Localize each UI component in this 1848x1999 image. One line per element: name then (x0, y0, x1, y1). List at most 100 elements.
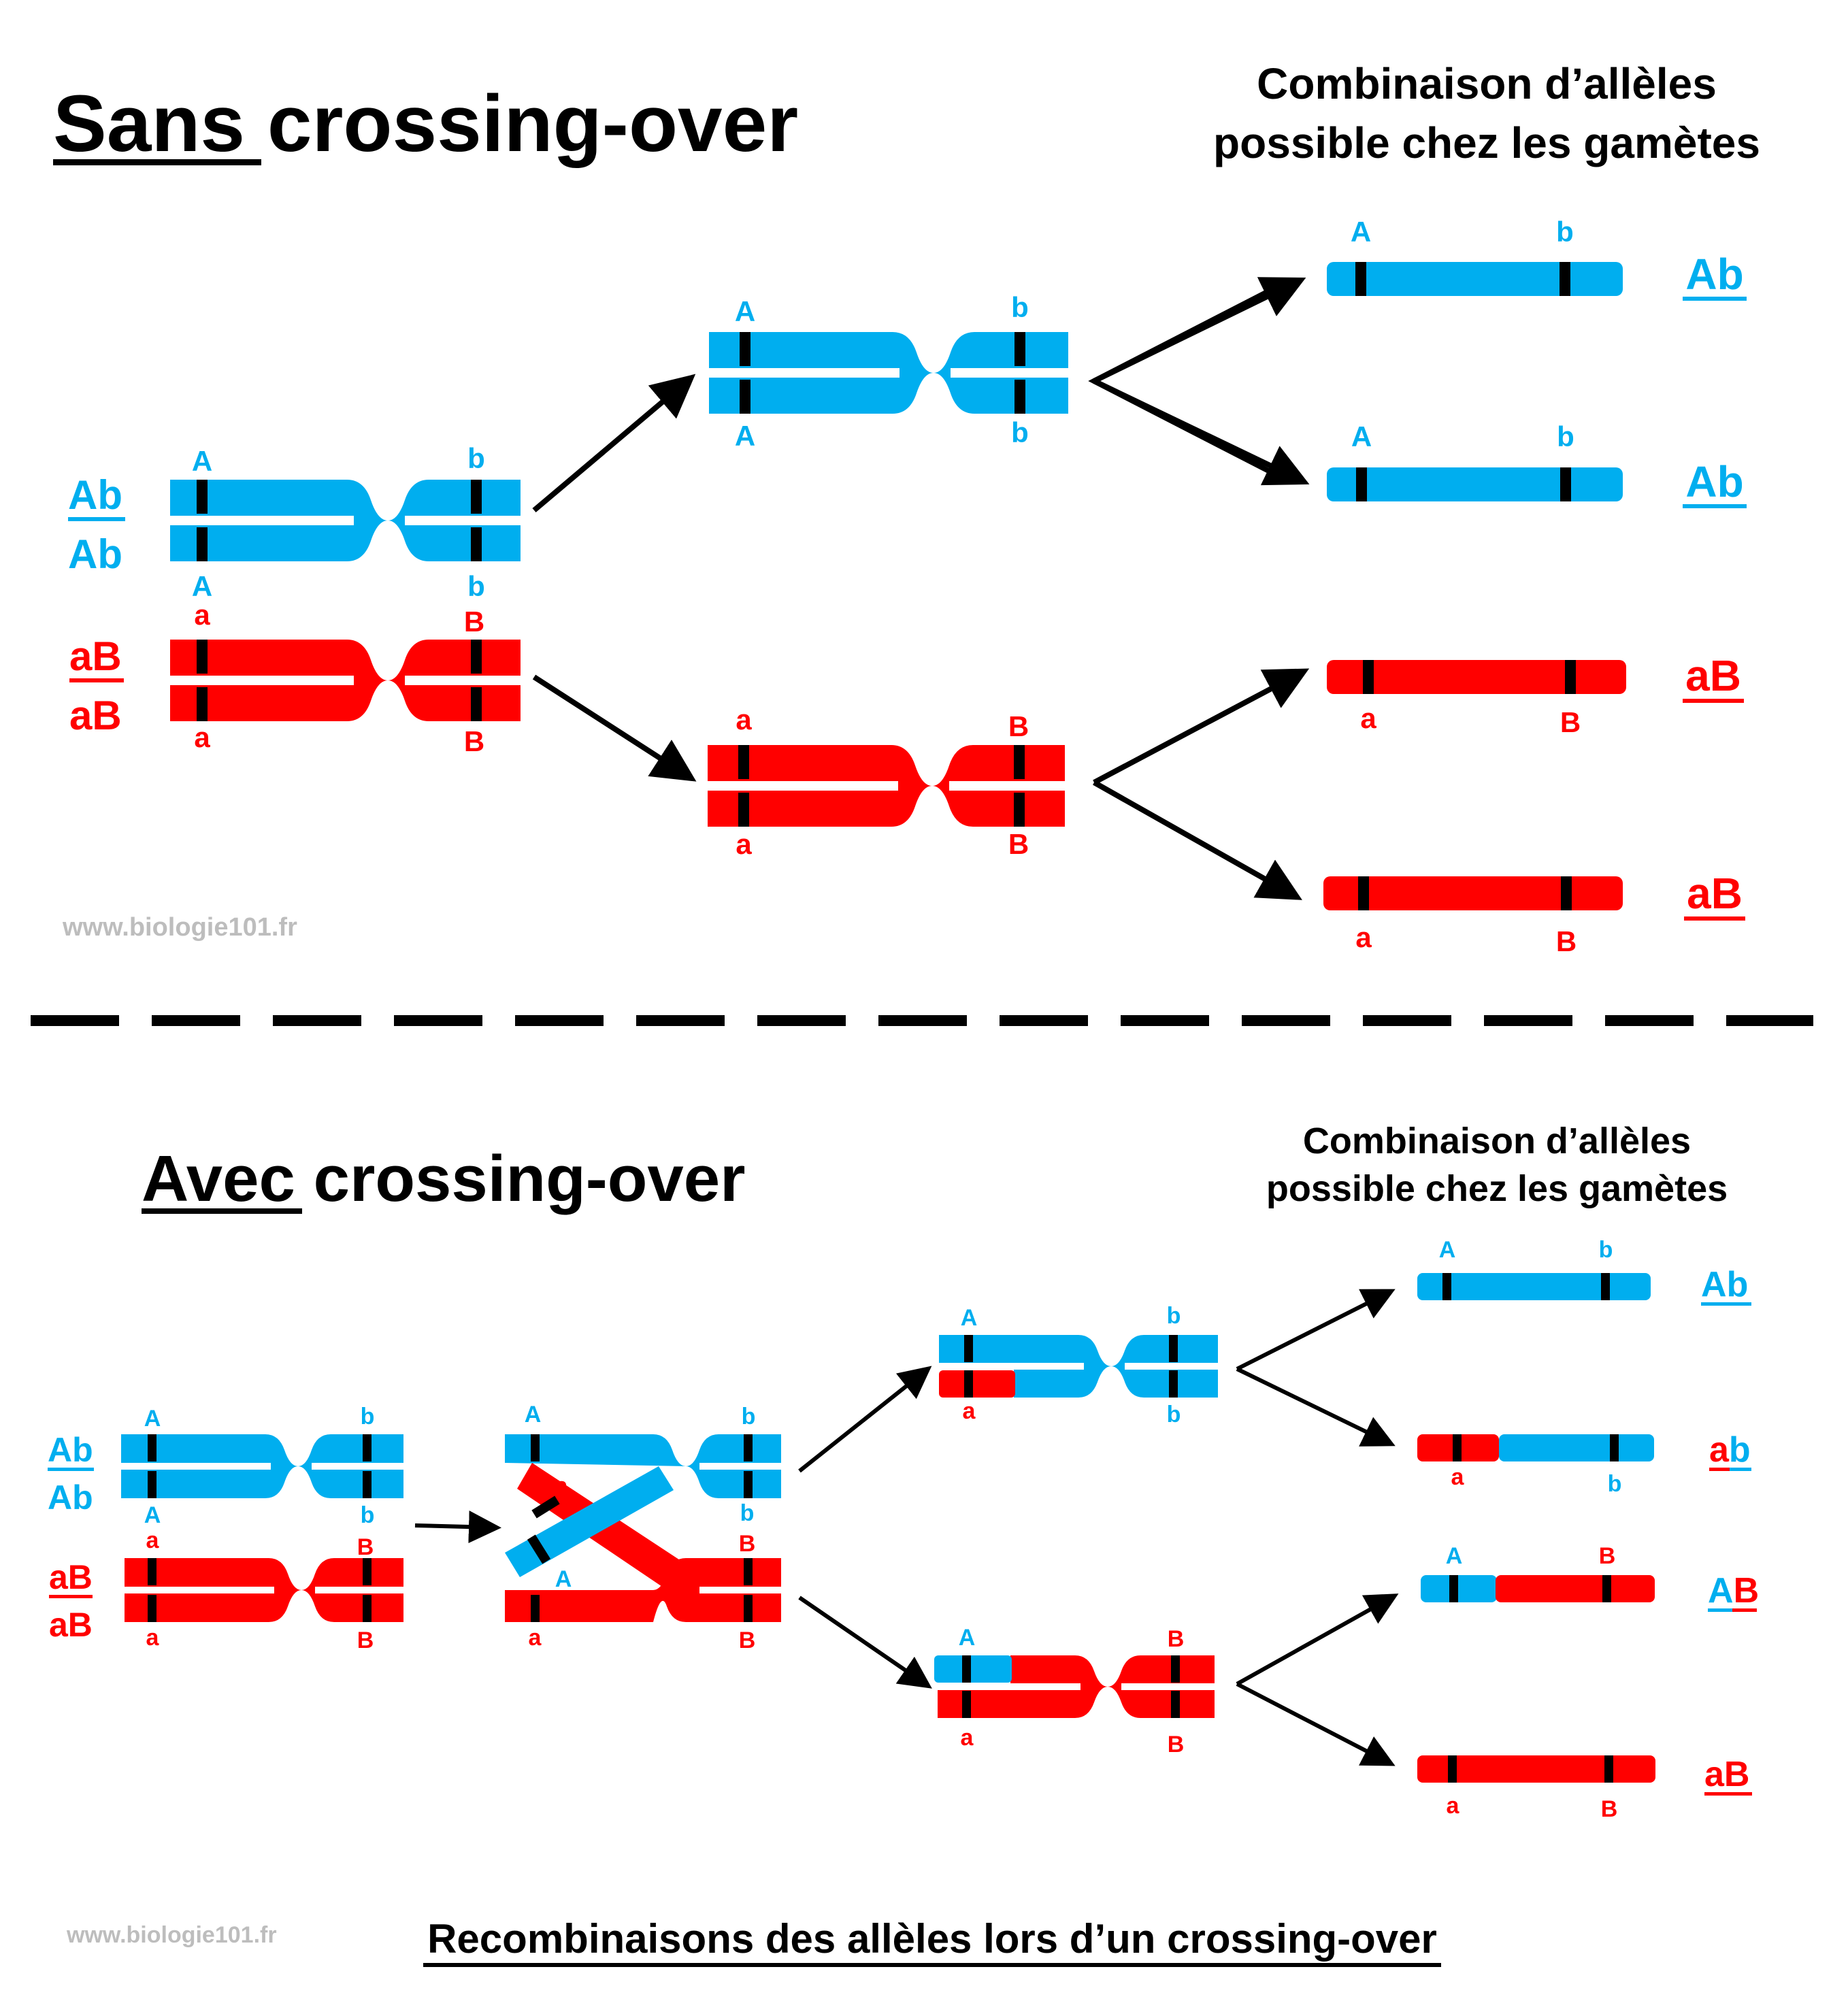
allele-label: B (1556, 925, 1577, 957)
gamete-genotype-2: ab (1709, 1430, 1751, 1470)
locus-marker (1453, 1434, 1462, 1461)
genotype-underline (1683, 297, 1747, 301)
allele-label: B (1008, 710, 1029, 742)
allele-label: A (961, 1305, 978, 1331)
genotype-underline-blue (1708, 1608, 1732, 1612)
gamete-chromatid-2 (1417, 1434, 1654, 1461)
parental-chromosome-red (170, 640, 521, 721)
allele-label: A (192, 570, 212, 602)
genotype-label-blue-top: Ab (48, 1431, 93, 1469)
allele-label: B (739, 1531, 756, 1557)
genotype-underline-blue (68, 517, 125, 521)
title-underline (53, 159, 261, 165)
allele-label: B (1601, 1796, 1618, 1822)
meiosis-chromosome-recombined-2 (934, 1655, 1215, 1718)
allele-label: B (1168, 1732, 1185, 1757)
title-rest: crossing-over (245, 79, 798, 169)
recombined-segment-blue (934, 1655, 1012, 1683)
allele-label: A (735, 420, 755, 452)
allele-label: A (1351, 420, 1372, 452)
locus-marker (471, 480, 482, 514)
allele-label: A (555, 1566, 572, 1592)
gamete-genotype-4: aB (1687, 869, 1743, 918)
locus-marker (962, 1691, 971, 1718)
watermark-top: www.biologie101.fr (62, 913, 297, 942)
section-with-crossing-over: Avec crossing-over Combinaison d’allèles… (48, 1121, 1759, 1967)
combo-header-line2: possible chez les gamètes (1213, 118, 1760, 167)
chromosome-shape (939, 1335, 1218, 1398)
locus-marker (738, 793, 749, 827)
gamete-genotype-3: aB (1685, 651, 1741, 700)
chromatid-bar (1327, 660, 1626, 694)
genotype-underline-red (1732, 1608, 1757, 1612)
locus-marker (1601, 1273, 1610, 1300)
locus-marker (1602, 1575, 1611, 1602)
allele-label: a (555, 1473, 569, 1499)
arrow (1093, 780, 1302, 900)
allele-label: A (959, 1625, 976, 1651)
allele-label: a (736, 704, 752, 736)
chromosome-shape (708, 745, 1065, 827)
watermark-bottom: www.biologie101.fr (66, 1922, 277, 1948)
chromatid-bar (1417, 1755, 1655, 1783)
gamete-chromatid-4 (1417, 1755, 1655, 1783)
chromosome-shape (170, 480, 521, 561)
title-underline (142, 1208, 302, 1214)
arrow (1236, 1593, 1399, 1686)
locus-marker (1355, 262, 1366, 296)
locus-marker (740, 380, 750, 414)
title-keyword: Avec (142, 1142, 295, 1215)
allele-first: a (1704, 1755, 1725, 1794)
locus-marker (964, 1335, 973, 1362)
genotype-underline (1684, 916, 1745, 921)
allele-first: a (1709, 1430, 1730, 1470)
gamete-genotype-4: aB (1704, 1755, 1749, 1794)
locus-marker (1169, 1335, 1178, 1362)
allele-label: b (467, 570, 485, 602)
arrow (1093, 668, 1310, 785)
locus-marker (197, 640, 208, 674)
chromosome-shape (125, 1558, 403, 1622)
allele-label: B (357, 1628, 374, 1653)
locus-marker (1560, 262, 1570, 296)
locus-marker (1565, 660, 1576, 694)
allele-first: A (1708, 1571, 1734, 1610)
locus-marker (1014, 745, 1025, 779)
arrow (798, 1366, 932, 1473)
allele-label: B (464, 606, 484, 638)
chromosome-shape (709, 332, 1068, 414)
allele-label: a (146, 1625, 160, 1651)
allele-label: a (1355, 921, 1372, 953)
title-sans-crossing-over: Sans crossing-over (53, 79, 798, 169)
locus-marker (148, 1471, 156, 1498)
gamete-chromatid-3 (1327, 660, 1626, 694)
locus-marker (363, 1595, 372, 1622)
gamete-genotype-3: AB (1708, 1571, 1759, 1610)
locus-marker (1171, 1691, 1180, 1718)
locus-marker (1014, 380, 1025, 414)
locus-marker (1363, 660, 1374, 694)
caption-underline (423, 1963, 1441, 1967)
locus-marker (1358, 876, 1369, 910)
locus-marker (1560, 467, 1571, 501)
genotype-label-blue-bottom: Ab (48, 1478, 93, 1517)
meiosis-chromosome-recombined-1 (939, 1335, 1218, 1398)
arrow (1093, 277, 1306, 384)
allele-label: a (529, 1625, 542, 1651)
allele-label: A (525, 1402, 542, 1427)
locus-marker (471, 640, 482, 674)
allele-label: b (740, 1500, 755, 1526)
chromatid-bar (1323, 876, 1623, 910)
locus-marker (1356, 467, 1367, 501)
meiosis-chromosome-red (708, 745, 1065, 827)
arrow (1236, 1682, 1396, 1766)
crossing-over-chromosomes (505, 1434, 781, 1622)
allele-label: a (1360, 702, 1376, 734)
genotype-underline (48, 1468, 94, 1471)
locus-marker (1014, 793, 1025, 827)
allele-label: b (742, 1404, 756, 1430)
allele-label: A (1439, 1237, 1456, 1263)
gamete-chromatid-4 (1323, 876, 1623, 910)
arrow (532, 674, 697, 782)
genotype-label-red-bottom: aB (49, 1606, 93, 1644)
